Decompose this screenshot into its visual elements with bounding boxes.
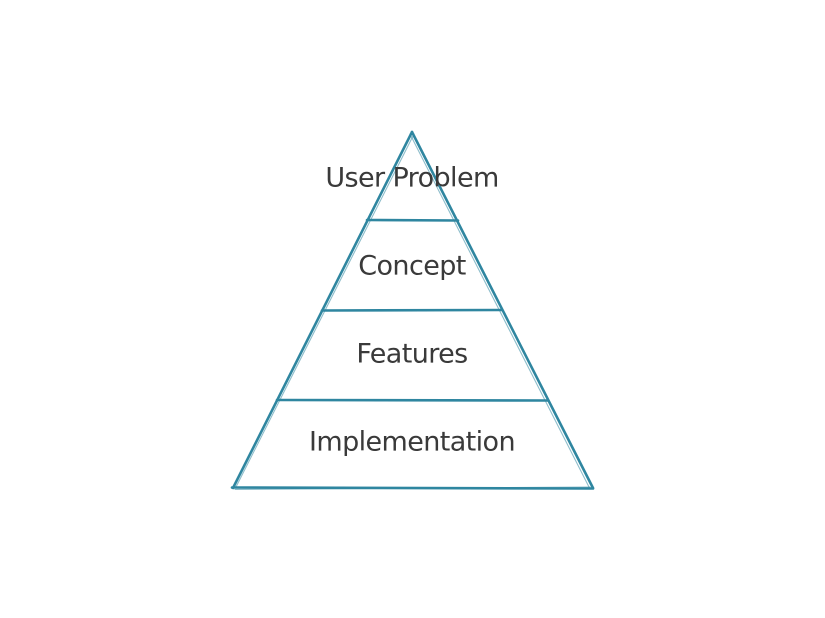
pyramid-right-sketch-stroke — [409, 133, 591, 490]
pyramid-outline — [230, 130, 595, 491]
tier-divider-1 — [365, 218, 460, 222]
pyramid-left-sketch-stroke — [235, 133, 415, 488]
tier-label-implementation: Implementation — [309, 427, 515, 458]
tier-label-user-problem: User Problem — [325, 163, 498, 194]
tier-divider-2 — [320, 308, 504, 312]
tier-divider-3 — [275, 398, 550, 402]
pyramid-base-sketch-stroke — [234, 486, 591, 491]
tier-labels: User Problem Concept Features Implementa… — [309, 163, 516, 458]
tier-label-concept: Concept — [358, 251, 465, 282]
tier-label-features: Features — [356, 339, 467, 370]
